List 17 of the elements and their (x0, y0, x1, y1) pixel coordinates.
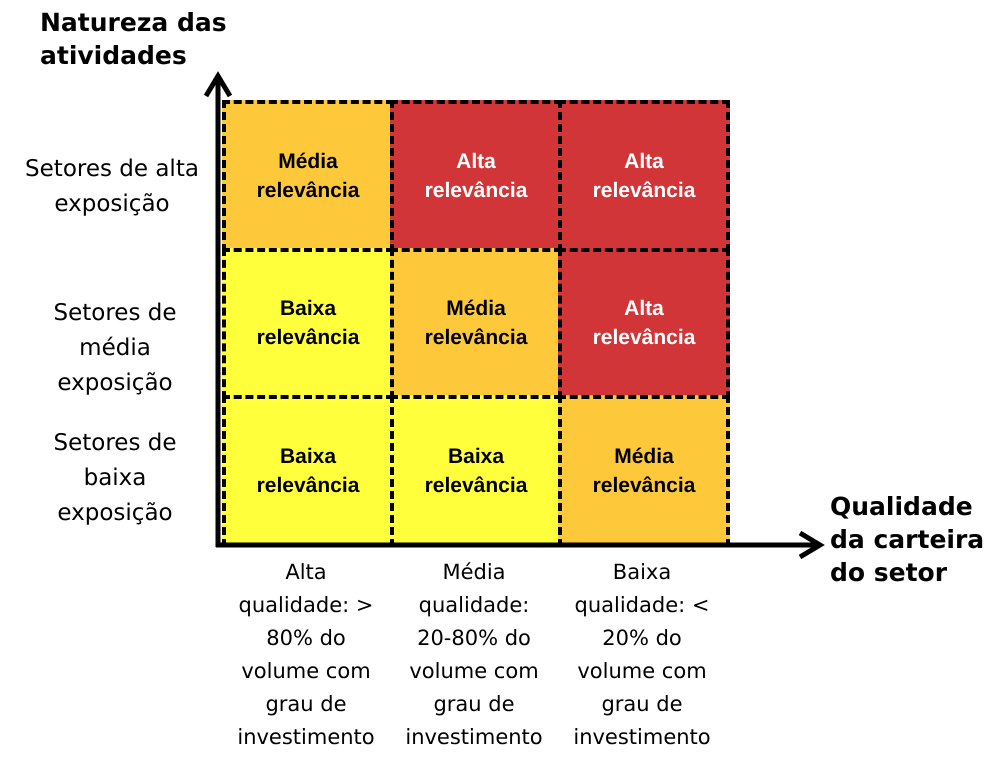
relevance-label: Baixa relevância (424, 444, 528, 499)
column-label: Média qualidade: 20-80% do volume com grau de investimento (404, 559, 544, 751)
column-label: Alta qualidade: > 80% do volume com grau de investimento (236, 559, 376, 751)
relevance-label: Alta relevância (592, 296, 696, 352)
column-label: Baixa qualidade: < 20% do volume com grau de investimento (572, 559, 712, 751)
relevance-label: Média relevância (256, 148, 360, 204)
axis-title: Qualidade da carteira do setor (830, 491, 986, 589)
relevance-label: Alta relevância (592, 148, 696, 204)
row-label: Setores de baixa exposição (52, 429, 178, 528)
relevance-label: Baixa relevância (256, 296, 360, 352)
axis-title: Natureza das atividades (40, 7, 228, 72)
row-label: Setores de alta exposição (24, 155, 200, 219)
relevance-label: Média relevância (424, 296, 528, 352)
relevance-label: Baixa relevância (256, 444, 360, 499)
relevance-label: Alta relevância (424, 148, 528, 204)
row-label: Setores de média exposição (52, 299, 178, 398)
relevance-label: Média relevância (592, 444, 696, 499)
